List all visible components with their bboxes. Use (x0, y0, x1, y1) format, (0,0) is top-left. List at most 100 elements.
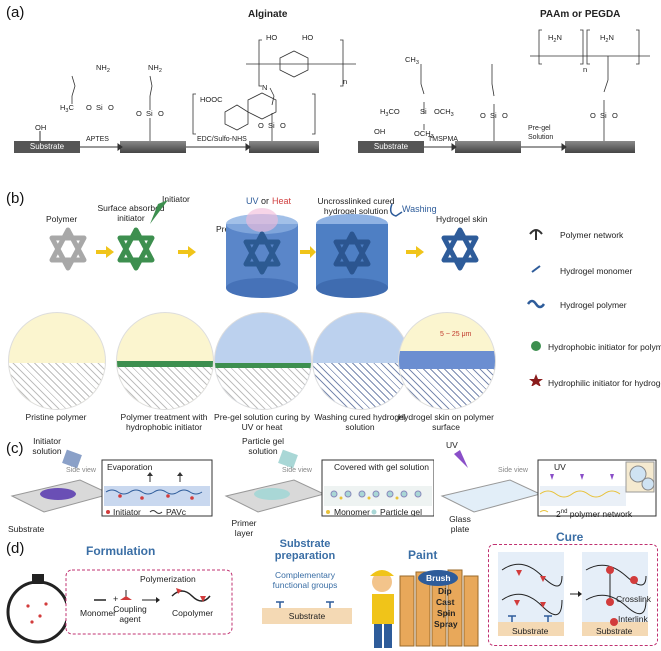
hydrogel-polymer-icon (526, 299, 546, 309)
svg-text:O: O (480, 111, 486, 120)
method-spin: Spin (437, 608, 456, 618)
pavc-legend: PAVc (166, 507, 186, 517)
svg-text:O: O (136, 109, 142, 118)
svg-text:O: O (86, 103, 92, 112)
svg-text:Si: Si (490, 111, 497, 120)
substrate-prep-title: Substrate preparation (274, 538, 336, 562)
svg-text:NH2: NH2 (148, 63, 162, 74)
svg-text:n: n (343, 77, 347, 86)
legend-hydrogel-monomer: Hydrogel monomer (560, 266, 633, 276)
functional-groups-icons (276, 601, 334, 608)
svg-text:Si: Si (268, 121, 275, 130)
svg-text:Si: Si (600, 111, 607, 120)
substrate-block-a2 (120, 141, 186, 153)
step3-bottom: Pre-gel solution curing by UV or heat (214, 412, 310, 432)
copolymer-label: Copolymer (172, 608, 214, 618)
svg-text:OCH3: OCH3 (414, 129, 434, 140)
hydrophobic-initiator-icon (531, 341, 541, 351)
washing-label: Washing (402, 204, 437, 214)
svg-text:HO: HO (266, 33, 277, 42)
aptes-label: APTES (86, 136, 109, 143)
circle-pregel (214, 312, 312, 410)
crosslink-label: Crosslink (616, 594, 651, 604)
solution-label: Solution (528, 134, 554, 141)
substrate-block-a5 (455, 141, 521, 153)
paam-title: PAAm or PEGDA (540, 9, 621, 20)
svg-text:H3CO: H3CO (380, 107, 400, 118)
svg-text:O: O (258, 121, 264, 130)
step1-top: Polymer (46, 214, 78, 224)
svg-text:H2N: H2N (548, 33, 562, 44)
svg-text:H2N: H2N (600, 33, 614, 44)
interlink-label: Interlink (618, 614, 648, 624)
svg-text:O: O (612, 111, 618, 120)
svg-text:HO: HO (302, 33, 313, 42)
svg-text:O: O (108, 103, 114, 112)
svg-text:O: O (158, 109, 164, 118)
particle-gel-solution-label: Particle gel solution (241, 436, 285, 456)
brush-label: Brush (426, 573, 451, 583)
polymer-network-icon (529, 229, 543, 240)
circle-skin (398, 312, 496, 410)
primer-layer-label: Primer layer (231, 518, 257, 538)
polymerization-label: Polymerization (140, 574, 196, 584)
substrate-block-a4: Substrate (358, 141, 424, 153)
svg-text:Si: Si (146, 109, 153, 118)
glass-plate-label: Glass plate (449, 514, 471, 534)
legend-polymer-network: Polymer network (560, 230, 624, 240)
substrate-c-label: Substrate (8, 524, 45, 534)
side-view-2: Side view (282, 467, 312, 474)
svg-text:Si: Si (96, 103, 103, 112)
complementary-label: Complementary functional groups (272, 570, 338, 590)
svg-text:O: O (502, 111, 508, 120)
particle-gel-legend: Particle gel (380, 507, 423, 517)
step4-top: Uncrosslinked cured hydrogel solution (317, 196, 395, 216)
evaporation-label: Evaporation (107, 462, 153, 472)
uv-c-label: UV (446, 440, 458, 450)
hydrophilic-initiator-icon (529, 374, 543, 386)
legend-hydrophobic-initiator: Hydrophobic initiator for polymer (548, 342, 661, 352)
initiator-legend: Initiator (113, 507, 141, 517)
initiator-solution-label: Initiator solution (32, 436, 62, 456)
hooc-label: HOOC (200, 95, 223, 104)
panel-c-label: (c) (6, 440, 24, 457)
step1-bottom: Pristine polymer (25, 412, 87, 422)
aptes-h3c: H3C (60, 103, 74, 114)
panel-c2-illustration (224, 449, 434, 517)
tmspma-label: TMSPMA (428, 136, 458, 143)
substrate-block-a6 (565, 141, 635, 153)
step2-bottom: Polymer treatment with hydrophobic initi… (120, 412, 208, 432)
nh2-label-1: NH2 (96, 63, 110, 74)
step4-bottom: Washing cured hydrogel solution (314, 412, 406, 432)
svg-text:+: + (113, 594, 118, 604)
panel-b-label: (b) (6, 190, 25, 207)
cure-title: Cure (556, 530, 584, 544)
svg-text:n: n (583, 65, 587, 74)
method-dip: Dip (438, 586, 452, 596)
circle-pristine (8, 312, 106, 410)
panel-d-label: (d) (6, 540, 25, 557)
legend-hydrophilic-initiator: Hydrophilic initiator for hydrogel (548, 378, 661, 388)
cure-box (488, 544, 658, 646)
covered-label: Covered with gel solution (334, 462, 429, 472)
alginate-title: Alginate (248, 9, 288, 20)
svg-text:OCH3: OCH3 (434, 107, 454, 118)
panel-c1-illustration (10, 449, 213, 517)
method-spray: Spray (434, 619, 458, 629)
panel-b-legend-icons (526, 229, 546, 386)
hydrogel-monomer-icon (531, 265, 541, 273)
paint-illustration (370, 569, 479, 648)
oh-label: OH (35, 123, 46, 132)
circle-initiator (116, 312, 214, 410)
step5-top: Hydrogel skin (436, 214, 488, 224)
second-network-legend: 2nd polymer network (556, 508, 633, 519)
formulation-illustration: + (6, 569, 233, 644)
svg-text:Si: Si (420, 107, 427, 116)
thickness-label: 5 ~ 25 μm (440, 331, 472, 338)
pregel-label: Pre-gel (528, 125, 551, 132)
substrate-block-a1: Substrate (14, 141, 80, 153)
monomer-legend: Monomer (334, 507, 370, 517)
svg-text:OH: OH (374, 127, 385, 136)
svg-text:CH3: CH3 (405, 55, 419, 66)
